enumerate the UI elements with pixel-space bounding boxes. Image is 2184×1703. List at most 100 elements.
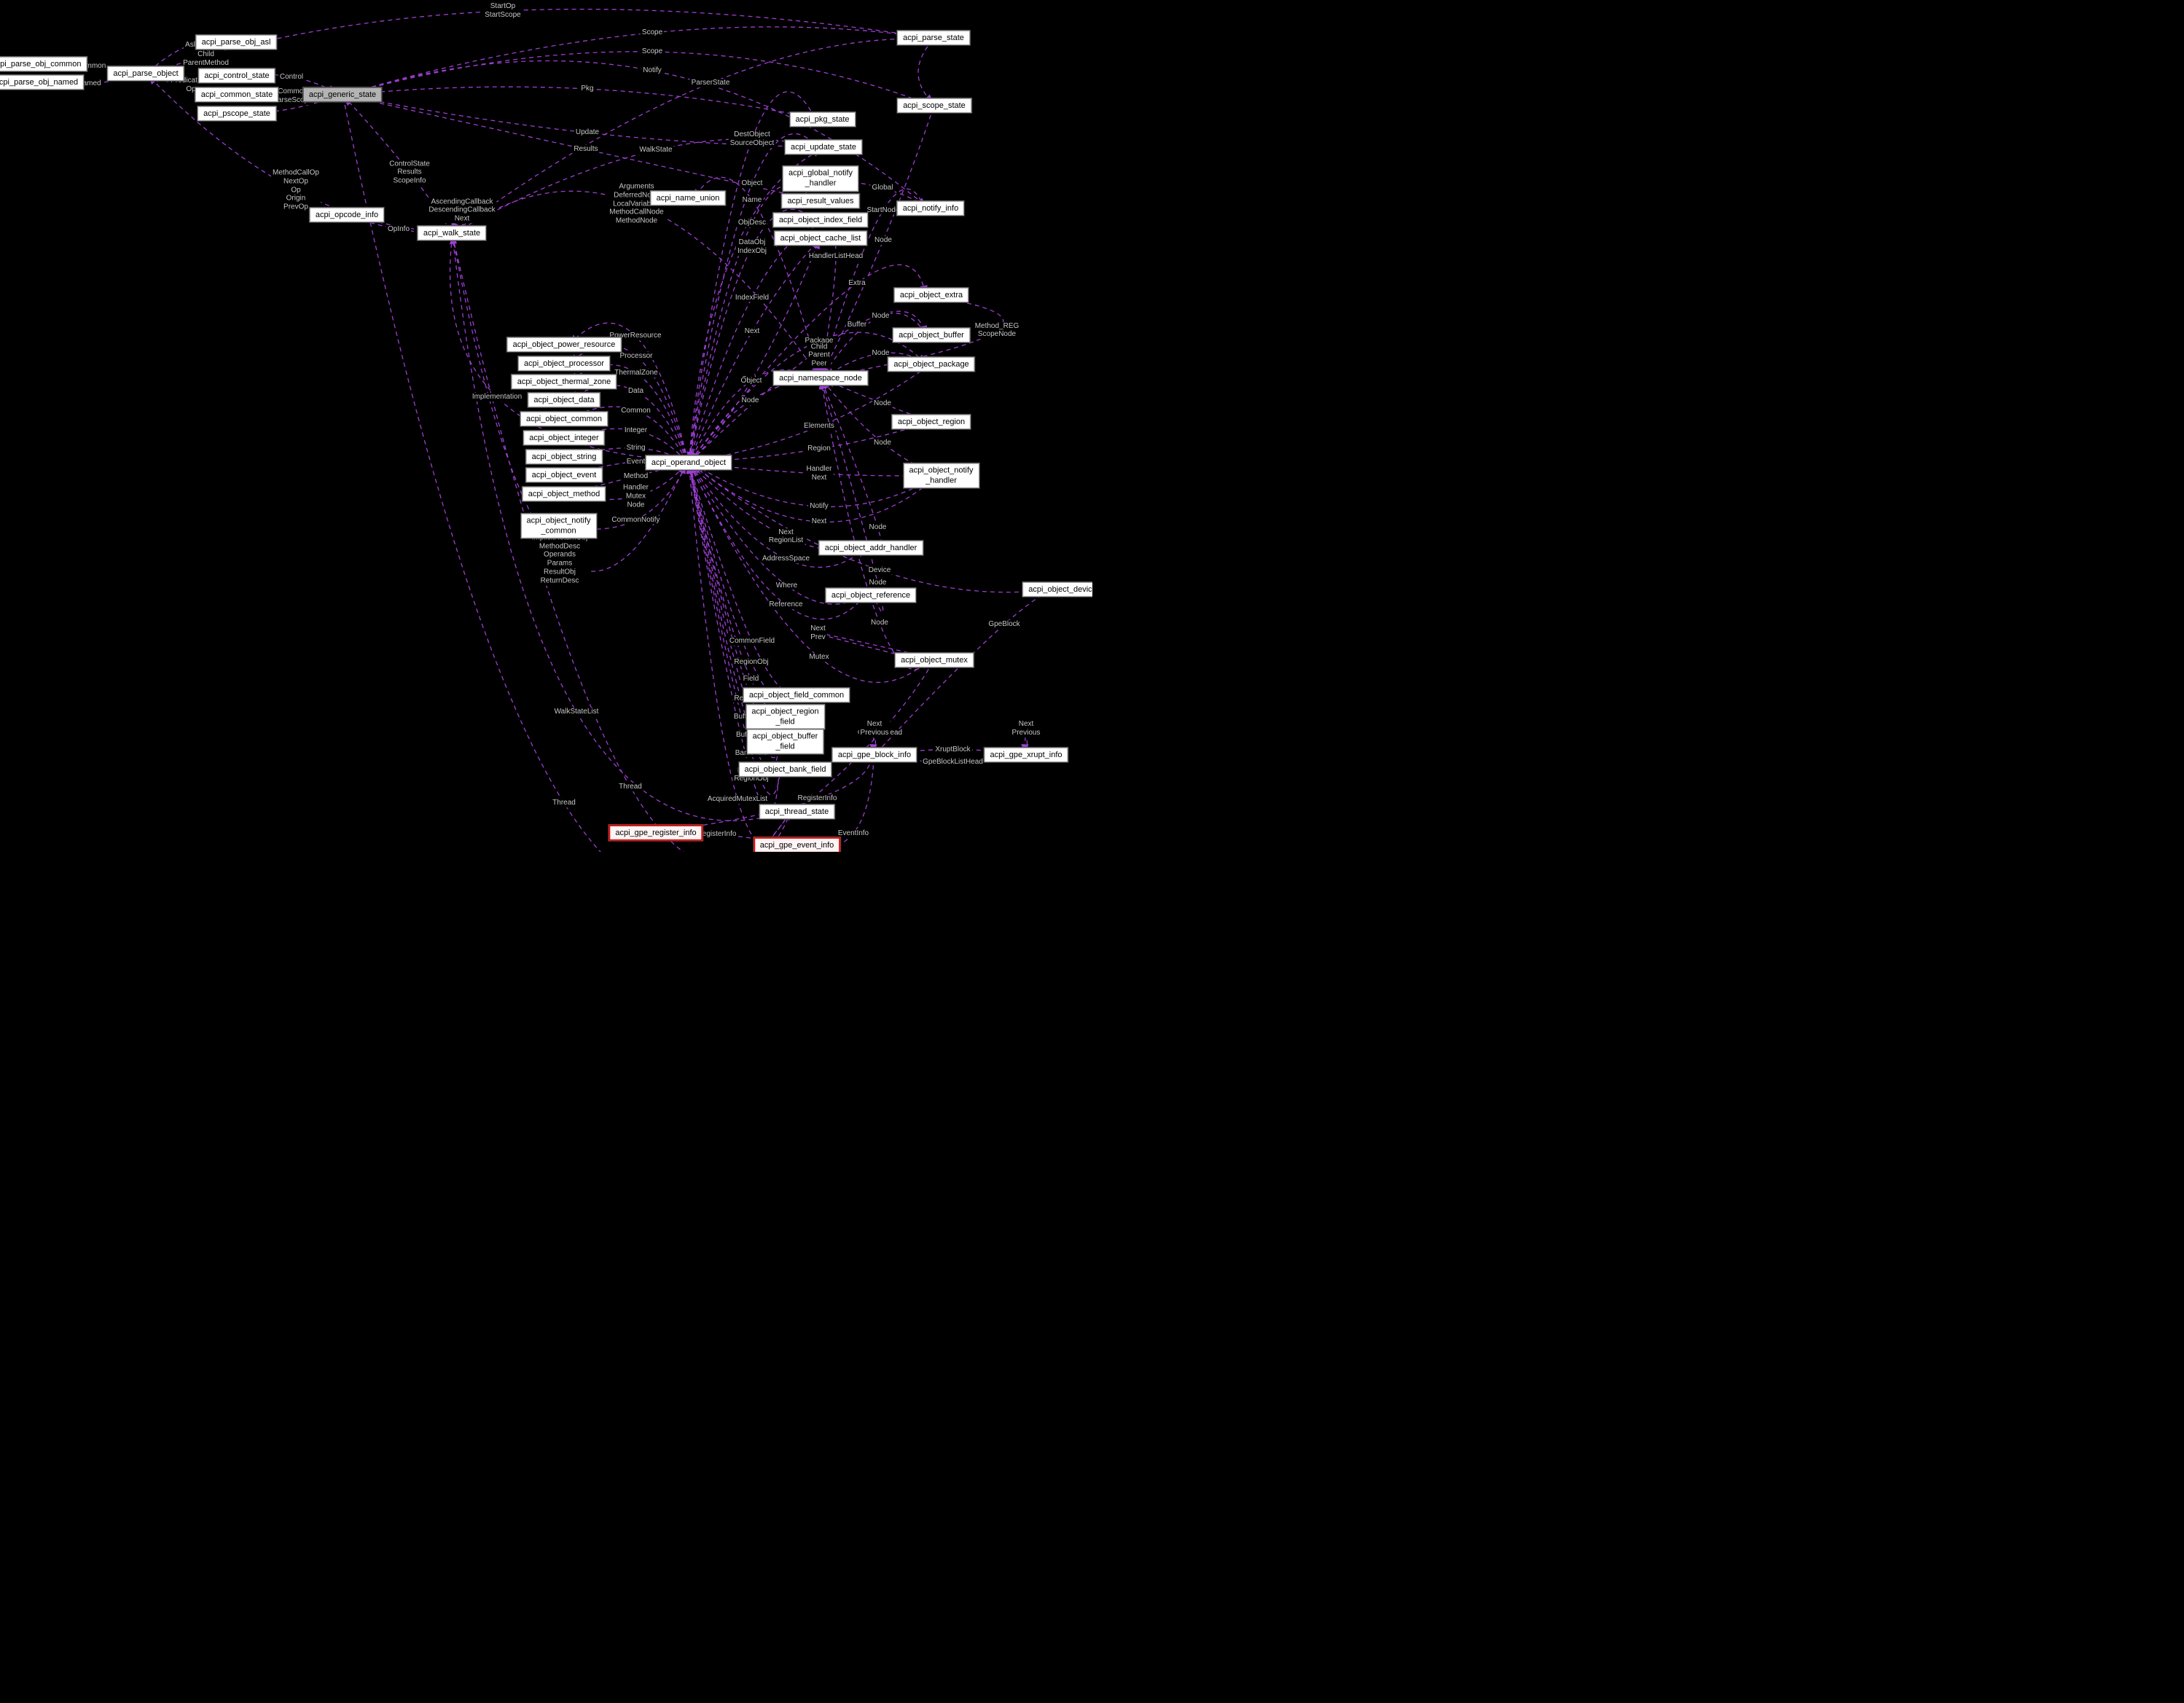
node-namespace_node[interactable]: acpi_namespace_node [773,370,868,386]
edge-label: Thread [551,799,577,807]
node-parse_state[interactable]: acpi_parse_state [897,30,970,46]
edge-label: EventInfo [836,829,871,838]
edge-label: XruptBlock [934,745,972,754]
node-object_power_resource[interactable]: acpi_object_power_resource [506,337,622,352]
node-parse_obj_named[interactable]: acpi_parse_obj_named [0,74,85,90]
node-object_region[interactable]: acpi_object_region [891,414,971,430]
collaboration-diagram: acpi_parse_obj_common acpi_parse_obj_name… [0,0,1092,852]
edge-walk_state-namespace_node [457,190,819,377]
edge-label: Child ParentMethod [181,50,230,68]
edge-label: Scope [640,47,665,56]
edge-label: MethodCallOp NextOp Op Origin PrevOp [271,168,321,212]
node-thread_state[interactable]: acpi_thread_state [759,804,835,820]
node-update_state[interactable]: acpi_update_state [785,139,862,155]
edge-label: Method [622,471,650,481]
node-object_method[interactable]: acpi_object_method [522,486,606,502]
node-gpe_event_info[interactable]: acpi_gpe_event_info [753,837,841,852]
node-object_region_field[interactable]: acpi_object_region _field [745,704,825,729]
node-parse_obj_common[interactable]: acpi_parse_obj_common [0,56,87,71]
edge-label: Object [740,179,764,188]
node-object_thermal_zone[interactable]: acpi_object_thermal_zone [511,374,617,389]
edge-operand_object-object_index_field [689,221,820,461]
edge-label: RegisterInfo [695,829,738,839]
node-result_values[interactable]: acpi_result_values [781,193,860,209]
edge-label: AcquiredMutexList [705,795,770,804]
node-pscope_state[interactable]: acpi_pscope_state [197,106,276,121]
node-object_buffer[interactable]: acpi_object_buffer [893,327,970,343]
edge-label: Mutex [807,653,831,662]
node-object_extra[interactable]: acpi_object_extra [893,287,969,303]
edge-label: Name [740,195,764,205]
edge-generic_state-scope_state [348,51,930,105]
node-gpe_block_info[interactable]: acpi_gpe_block_info [831,747,917,763]
node-object_notify_common[interactable]: acpi_object_notify _common [520,513,597,539]
node-object_notify_handler[interactable]: acpi_object_notify _handler [903,463,979,488]
node-object_event[interactable]: acpi_object_event [525,467,603,482]
node-control_state[interactable]: acpi_control_state [198,68,275,83]
node-object_device[interactable]: acpi_object_device [1022,582,1092,597]
node-opcode_info[interactable]: acpi_opcode_info [309,207,385,223]
node-common_state[interactable]: acpi_common_state [195,87,279,102]
node-operand_object[interactable]: acpi_operand_object [645,455,732,471]
node-object_data[interactable]: acpi_object_data [528,392,600,407]
edge-operand_object-object_cache_list [689,239,820,461]
edge-label: Integer [622,426,649,435]
edge-label: Notify [808,502,830,511]
edge-label: AddressSpace [760,555,812,563]
edge-label: ObjDesc [736,219,768,227]
node-scope_state[interactable]: acpi_scope_state [897,98,971,113]
edge-label: Method_REG ScopeNode [973,321,1021,340]
edge-object_notify_handler-operand_object [692,464,936,522]
edge-label: GpeBlock [987,620,1022,629]
edge-label: Data [626,387,646,396]
edge-label: Where [774,581,799,590]
edge-operand_object-object_addr_handler [691,464,866,553]
node-parse_obj_asl[interactable]: acpi_parse_obj_asl [195,34,277,50]
node-gpe_xrupt_info[interactable]: acpi_gpe_xrupt_info [984,747,1068,763]
edge-label: DataObj IndexObj [735,238,769,256]
edge-label: Node [870,312,891,321]
node-name_union[interactable]: acpi_name_union [650,190,726,205]
node-object_reference[interactable]: acpi_object_reference [825,587,917,603]
edge-label: RegionObj [732,657,770,667]
node-object_package[interactable]: acpi_object_package [888,356,975,372]
edge-label: Common [74,62,108,71]
edge-label: Next Previous [858,720,891,737]
node-object_field_common[interactable]: acpi_object_field_common [743,687,850,702]
node-global_notify_handler[interactable]: acpi_global_notify _handler [782,165,859,192]
edge-label: Node [873,236,893,245]
node-object_cache_list[interactable]: acpi_object_cache_list [774,230,867,246]
edge-operand_object-object_cache_list [689,239,821,461]
edge-operand_object-object_buffer [691,310,928,461]
node-object_integer[interactable]: acpi_object_integer [523,430,605,445]
edge-label: Node [867,523,888,532]
node-object_common[interactable]: acpi_object_common [520,411,608,426]
edge-label: Next Prev [809,625,827,642]
edge-label: String [625,444,647,453]
node-pkg_state[interactable]: acpi_pkg_state [789,111,856,128]
edge-label: PowerResource [608,332,663,340]
node-walk_state[interactable]: acpi_walk_state [417,225,487,241]
node-object_index_field[interactable]: acpi_object_index_field [772,212,869,227]
node-parse_object[interactable]: acpi_parse_object [107,66,184,82]
node-object_buffer_field[interactable]: acpi_object_buffer _field [746,729,824,754]
edge-label: RegisterInfo [796,794,839,803]
node-object_mutex[interactable]: acpi_object_mutex [895,652,974,668]
edge-label: Node [872,438,893,447]
node-object_addr_handler[interactable]: acpi_object_addr_handler [818,540,923,555]
node-object_string[interactable]: acpi_object_string [525,449,603,464]
node-object_bank_field[interactable]: acpi_object_bank_field [738,762,832,778]
edge-walk_state-thread_state [452,235,792,852]
edge-label: Thread [617,783,643,791]
node-generic_state[interactable]: acpi_generic_state [302,87,383,103]
edge-label: Control [278,72,305,82]
edge-operand_object-object_data [569,384,688,461]
node-gpe_register_info[interactable]: acpi_gpe_register_info [608,824,703,841]
node-notify_info[interactable]: acpi_notify_info [896,200,965,216]
edge-label: Pkg [579,85,595,93]
edge-gpe_block_info-gpe_event_info [802,757,874,850]
edge-gpe_block_info-gpe_register_info [661,757,872,834]
edge-notify_info-namespace_node [820,188,925,377]
node-object_processor[interactable]: acpi_object_processor [517,356,611,371]
edge-label: Next Previous [1010,720,1042,737]
